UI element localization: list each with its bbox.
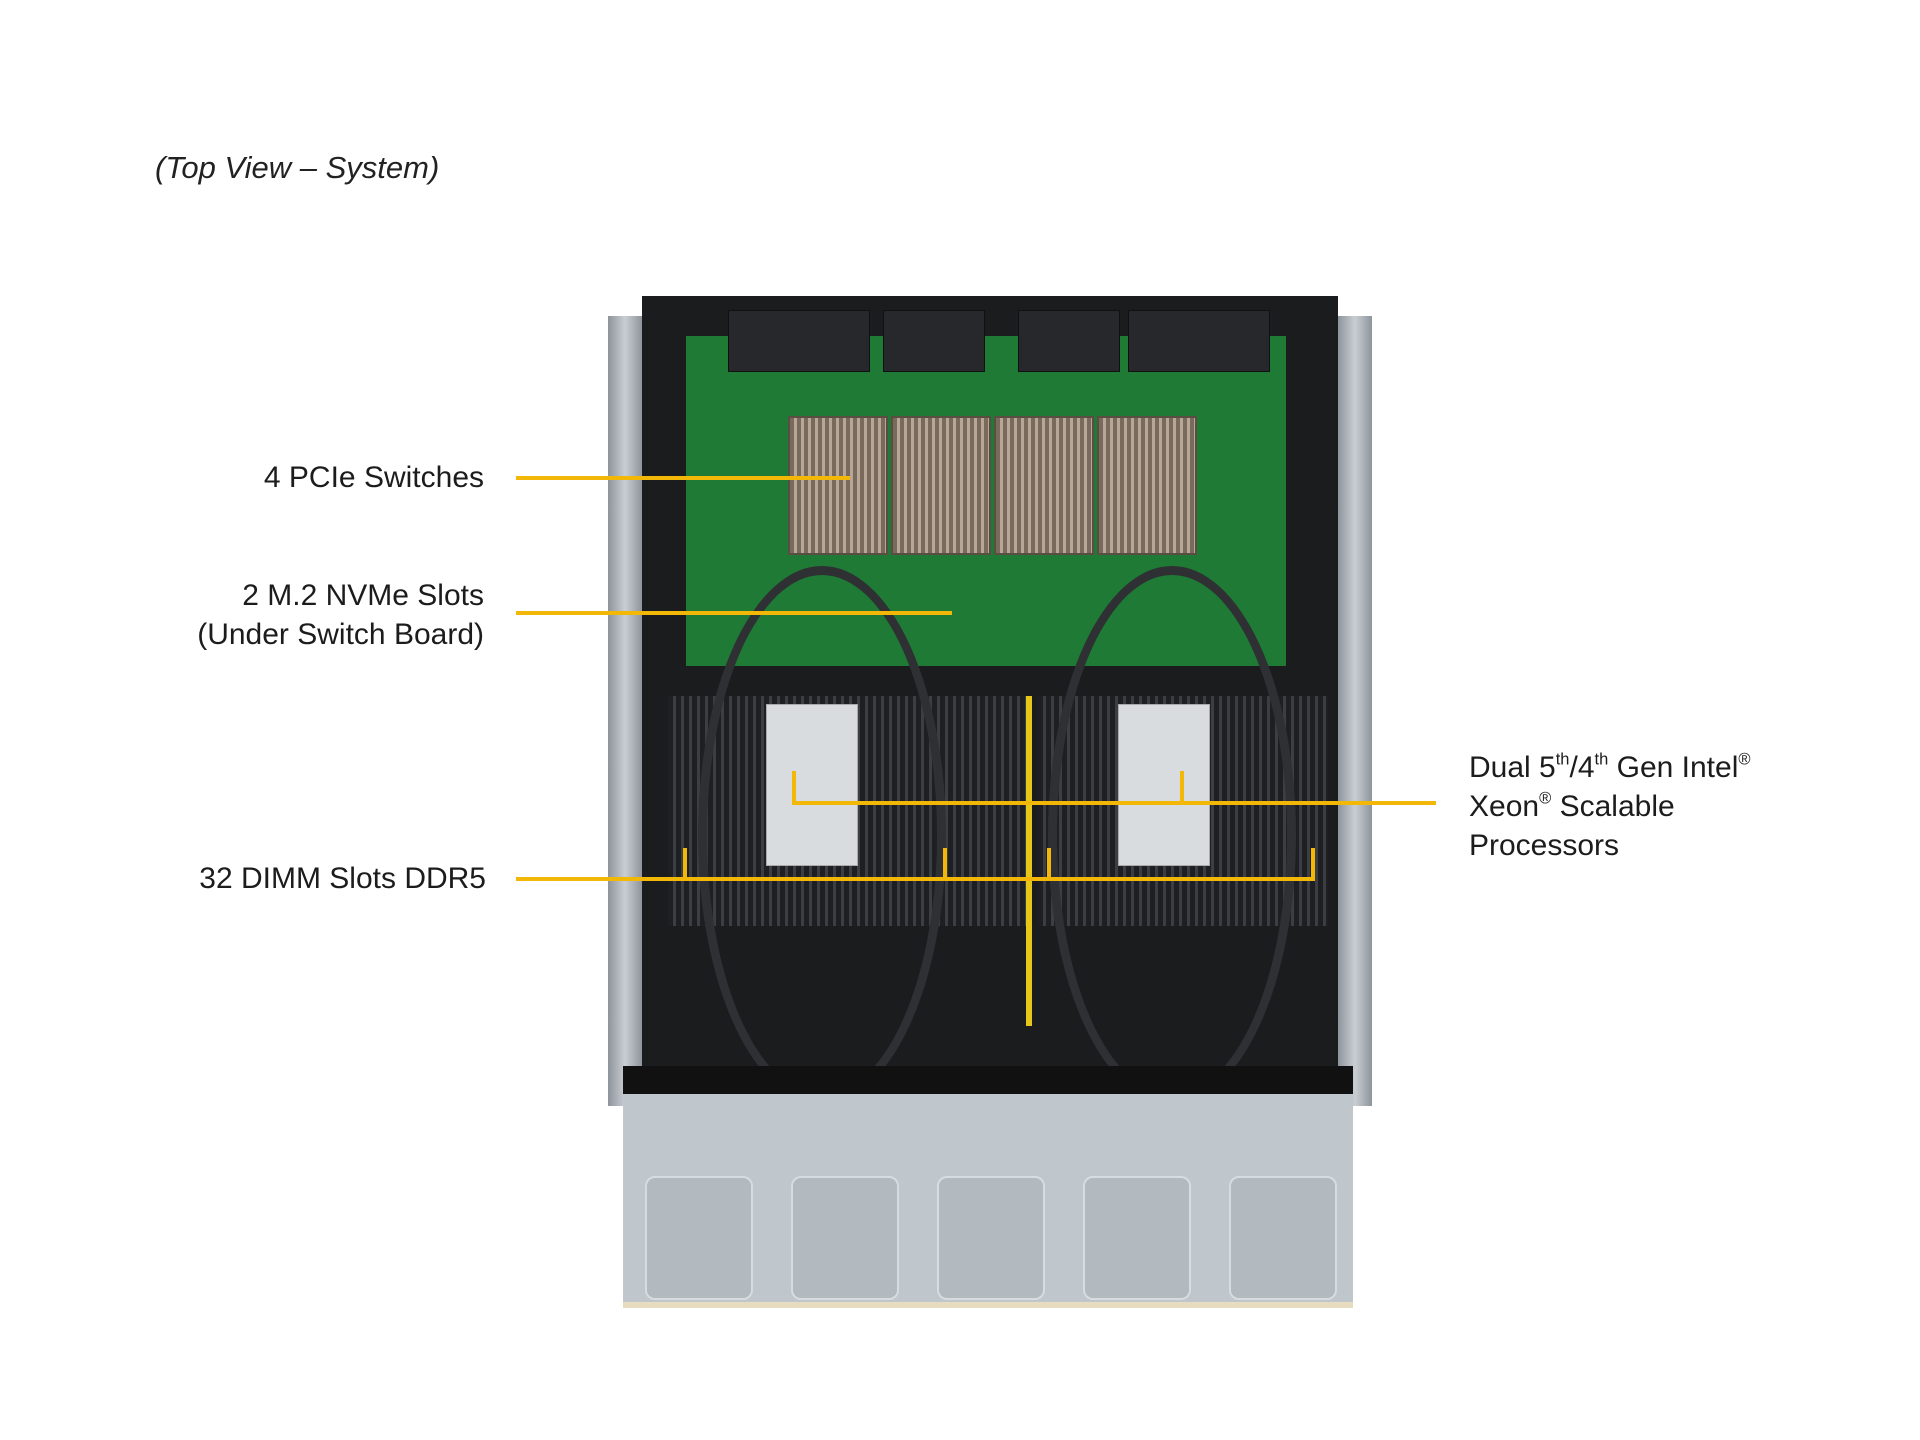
pcie-switch-heatsink [788,416,888,555]
callout-tick-dimm [1311,848,1315,881]
page-title: (Top View – System) [155,150,440,185]
callout-line-cpu [792,801,1436,805]
front-edge [623,1302,1353,1308]
callout-tick-cpu [792,771,796,805]
callout-dimm-slots: 32 DIMM Slots DDR5 [199,859,486,898]
callout-text: 4 PCIe Switches [263,461,484,494]
left-rail [608,316,642,1106]
callout-line-dimm [516,877,1315,881]
drive-bay-panel [645,1176,753,1300]
callout-nvme-slots: 2 M.2 NVMe Slots (Under Switch Board) [197,576,484,654]
callout-tick-cpu [1180,771,1184,805]
callout-text: (Under Switch Board) [197,618,484,651]
pcie-slot [1018,310,1120,372]
pcie-slot [728,310,870,372]
callout-tick-dimm [683,848,687,881]
cable-bundle [1048,566,1296,1104]
server-chassis-image [608,296,1372,1326]
callout-processors: Dual 5th/4th Gen Intel® Xeon® Scalable P… [1469,748,1751,865]
front-tray [623,1094,1353,1304]
callout-text: Processors [1469,829,1620,862]
callout-text: Dual 5th/4th Gen Intel® [1469,750,1751,784]
drive-bay-panel [791,1176,899,1300]
drive-bay-panel [1229,1176,1337,1300]
right-rail [1338,316,1372,1106]
pcie-switch-heatsink [1097,416,1197,555]
callout-tick-dimm [1047,848,1051,881]
callout-line-pcie [516,476,850,480]
callout-line-nvme [516,611,952,615]
callout-tick-dimm [943,848,947,881]
drive-bay-panel [937,1176,1045,1300]
pcie-slot [883,310,985,372]
callout-text: 32 DIMM Slots DDR5 [199,862,486,895]
fan-bar [623,1066,1353,1094]
yellow-cable [1026,696,1032,1026]
cable-bundle [698,566,946,1104]
pcie-switch-heatsink [891,416,991,555]
pcie-switch-heatsink [994,416,1094,555]
pcie-slot [1128,310,1270,372]
callout-text: 2 M.2 NVMe Slots [242,579,484,612]
callout-text: Xeon® Scalable [1469,789,1675,823]
drive-bay-panel [1083,1176,1191,1300]
callout-pcie-switches: 4 PCIe Switches [264,458,484,497]
